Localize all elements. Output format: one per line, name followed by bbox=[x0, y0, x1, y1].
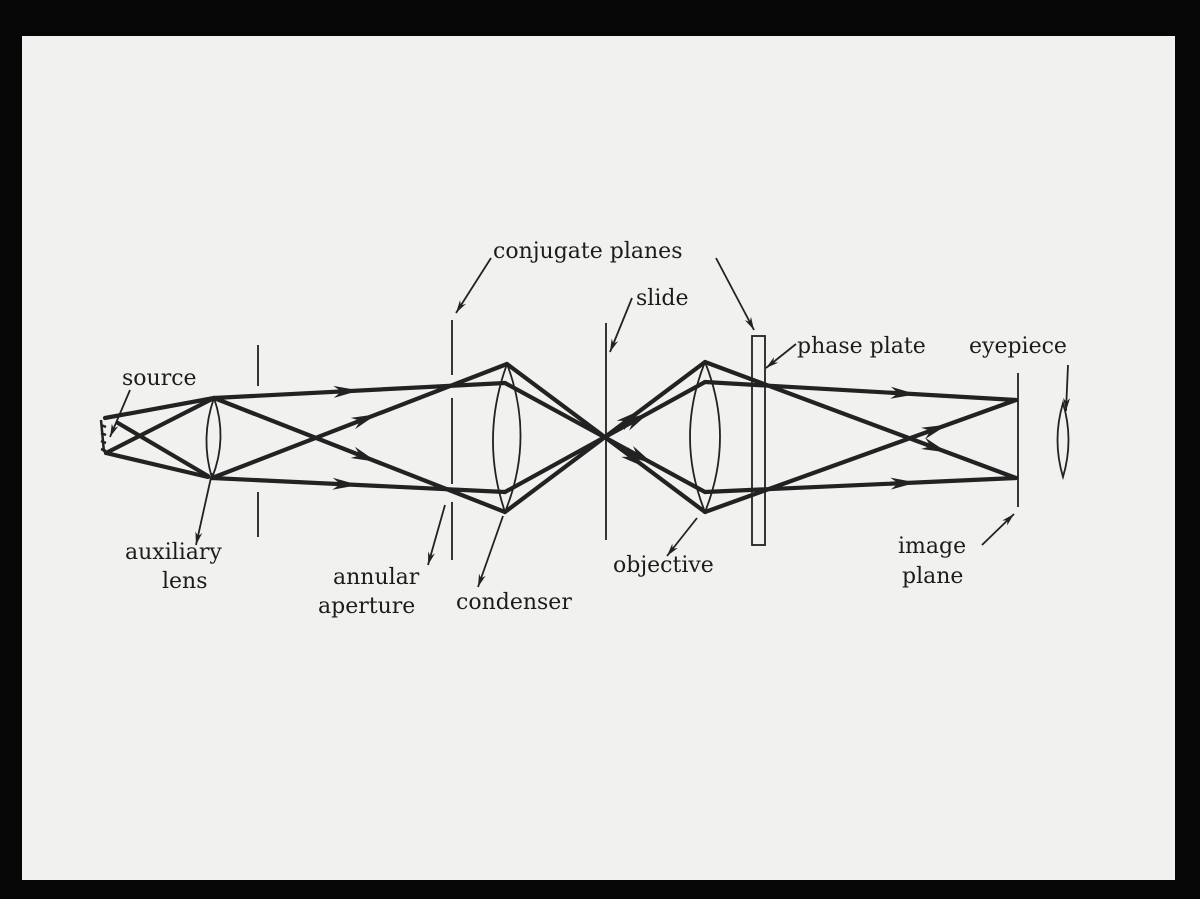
ray-arrowhead bbox=[627, 445, 653, 464]
label-eyepiece: eyepiece bbox=[969, 334, 1067, 359]
pointer-arrowhead bbox=[1063, 397, 1071, 411]
label-annular-aperture-line2: aperture bbox=[318, 594, 415, 619]
ray-arrowhead bbox=[921, 424, 948, 440]
rays-aux-to-condenser bbox=[209, 361, 510, 515]
pointer-line bbox=[609, 297, 633, 353]
pointer-line bbox=[427, 504, 446, 566]
label-objective: objective bbox=[613, 553, 714, 578]
label-auxiliary-lens-line1: auxiliary bbox=[125, 540, 222, 565]
ray-arrowhead bbox=[332, 477, 359, 490]
ray-arrowhead bbox=[921, 437, 948, 453]
pointer-arrowhead bbox=[110, 423, 119, 437]
pointer-arrowhead bbox=[428, 551, 435, 565]
ray-arrowhead bbox=[890, 477, 917, 490]
pointer-line bbox=[455, 257, 492, 314]
auxiliary-lens bbox=[205, 395, 222, 481]
label-slide: slide bbox=[636, 286, 688, 311]
phase-plate bbox=[751, 335, 766, 546]
label-source: source bbox=[122, 366, 197, 391]
pointer-arrowhead bbox=[667, 543, 678, 556]
pointer-arrowhead bbox=[195, 531, 203, 545]
pointer-arrowhead bbox=[766, 357, 779, 368]
source-rays bbox=[102, 395, 217, 480]
pointer-arrowhead bbox=[456, 300, 466, 313]
pointer-line bbox=[715, 257, 755, 331]
ray-arrowhead bbox=[350, 446, 377, 462]
rays-condenser-to-objective bbox=[502, 359, 708, 515]
pointer-arrowhead bbox=[610, 338, 619, 352]
pointer-arrowhead bbox=[1002, 514, 1014, 526]
label-pointers bbox=[109, 257, 1071, 588]
pointer-arrowhead bbox=[744, 316, 754, 330]
label-annular-aperture-line1: annular bbox=[333, 565, 420, 590]
ray-arrowhead bbox=[890, 386, 917, 399]
pointer-arrowhead bbox=[478, 573, 486, 587]
label-conjugate-planes: conjugate planes bbox=[493, 239, 683, 264]
pointer-line bbox=[477, 515, 504, 588]
label-image-plane-line2: plane bbox=[902, 564, 963, 589]
ray-arrowhead bbox=[623, 412, 649, 431]
light-source bbox=[99, 419, 107, 453]
pointer-line bbox=[195, 472, 213, 546]
ray-arrowheads bbox=[332, 385, 948, 490]
eyepiece-lens bbox=[1056, 399, 1070, 481]
diagram-panel bbox=[22, 36, 1175, 880]
rays-objective-to-image bbox=[702, 359, 1019, 515]
ray-arrowhead bbox=[350, 414, 378, 430]
label-condenser: condenser bbox=[456, 590, 572, 615]
ray-arrowhead bbox=[333, 385, 360, 398]
label-auxiliary-lens-line2: lens bbox=[162, 569, 208, 594]
label-phase-plate: phase plate bbox=[797, 334, 926, 359]
label-image-plane-line1: image bbox=[898, 534, 966, 559]
